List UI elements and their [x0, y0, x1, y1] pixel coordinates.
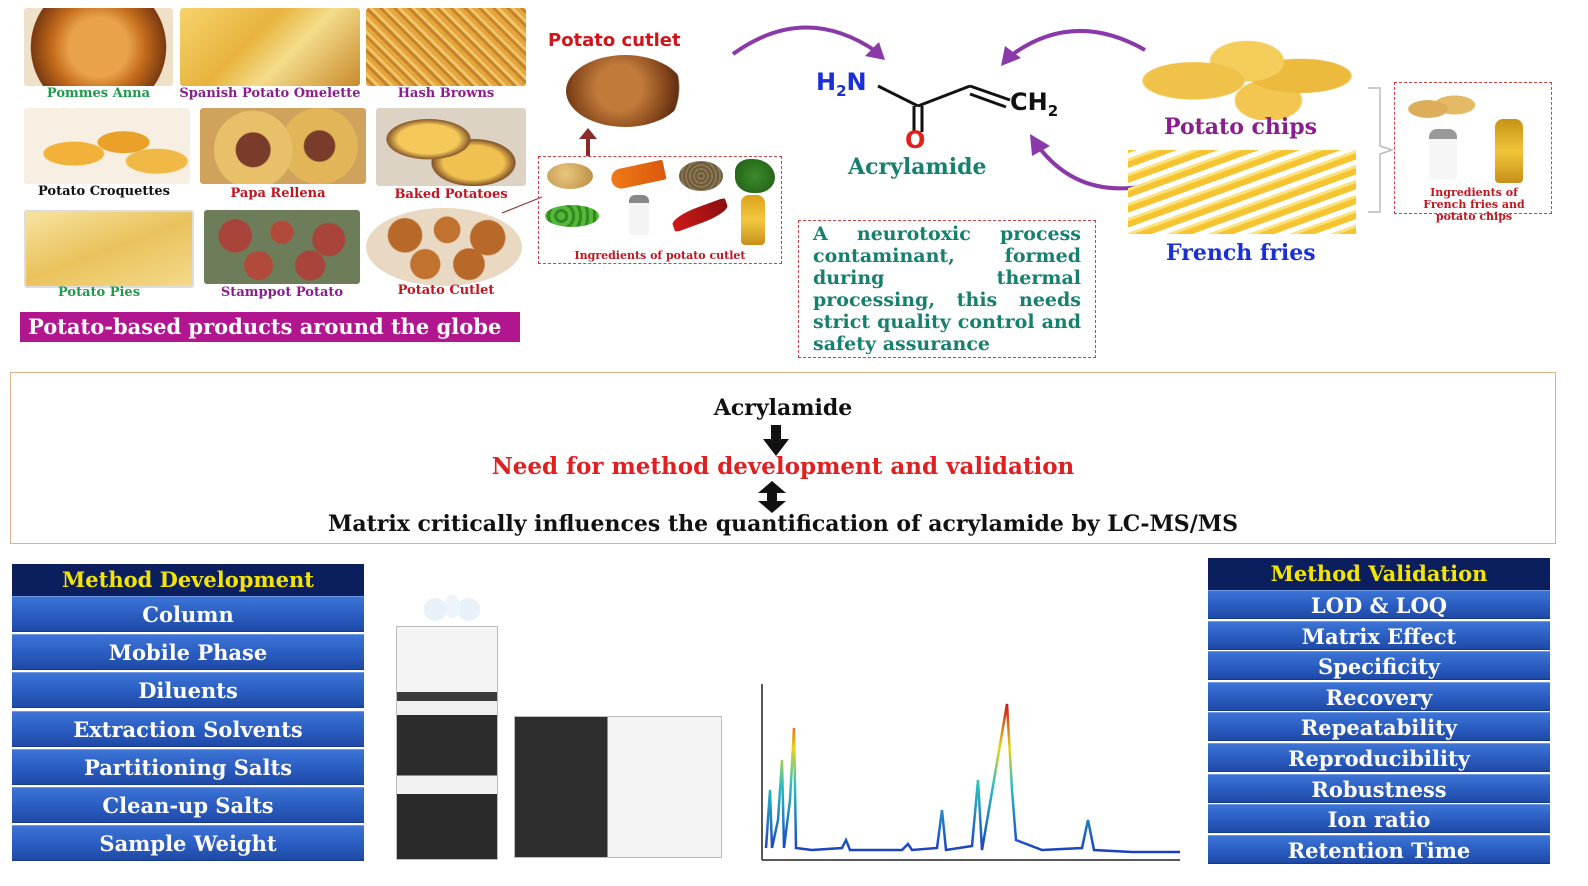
method-validation-title: Method Validation [1208, 558, 1550, 590]
caption-hash-browns: Hash Browns [397, 86, 495, 101]
molecule-bonds [877, 84, 1011, 132]
molecule-name: Acrylamide [848, 154, 987, 180]
curved-arrow-icon [731, 25, 885, 60]
molecule-amine: H2N [816, 68, 867, 100]
val-item: Ion ratio [1208, 804, 1550, 834]
solvent-bottles [424, 566, 480, 628]
method-development-title: Method Development [12, 564, 364, 596]
chromatogram-icon [761, 684, 1180, 861]
flow-top: Acrylamide [713, 395, 853, 421]
val-item: Specificity [1208, 651, 1550, 681]
caption-papa-rellena: Papa Rellena [230, 186, 326, 201]
chips-label: Potato chips [1164, 114, 1318, 140]
caption-spanish-omelette: Spanish Potato Omelette [179, 86, 361, 101]
dev-item: Column [12, 596, 364, 632]
dev-item: Sample Weight [12, 825, 364, 862]
ingredient-oil [741, 195, 765, 245]
caption-baked-potatoes: Baked Potatoes [394, 187, 508, 202]
ingredient-potato [547, 163, 593, 189]
photo-hash-browns [366, 8, 526, 86]
cutlet-photo [566, 55, 684, 127]
val-item: LOD & LOQ [1208, 590, 1550, 619]
val-item: Matrix Effect [1208, 620, 1550, 650]
caption-pommes-anna: Pommes Anna [46, 86, 151, 101]
ingredient-salt-shaker [1429, 129, 1457, 179]
snack-ingredients-caption: Ingredients of French fries and potato c… [1423, 186, 1525, 223]
flow-bottom: Matrix critically influences the quantif… [328, 511, 1238, 537]
chips-photo [1140, 22, 1354, 120]
ingredient-spice [679, 161, 723, 191]
dev-item: Clean-up Salts [12, 787, 364, 823]
products-banner: Potato-based products around the globe [20, 312, 520, 342]
photo-pommes-anna [24, 8, 173, 86]
cutlet-ingredients-box: Ingredients of potato cutlet [538, 156, 782, 264]
cutlet-title: Potato cutlet [548, 30, 681, 51]
ingredient-herbs [735, 159, 775, 193]
hplc-stack [396, 626, 498, 860]
ingredient-potatoes [1407, 87, 1477, 127]
dev-item: Partitioning Salts [12, 748, 364, 785]
photo-baked-potatoes [376, 108, 526, 186]
flow-box: Acrylamide Need for method development a… [10, 372, 1556, 544]
curved-arrow-icon-right [1001, 28, 1146, 66]
dev-item: Diluents [12, 672, 364, 709]
ingredient-oil-bottle [1495, 119, 1523, 183]
caption-stamppot-potato: Stamppot Potato [220, 285, 344, 300]
down-arrow-icon [763, 425, 789, 456]
ingredient-salt [629, 195, 649, 235]
caption-potato-cutlet: Potato Cutlet [397, 283, 495, 298]
photo-potato-cutlet-plate [366, 208, 522, 286]
photo-potato-croquettes [24, 108, 190, 184]
up-arrow-icon [579, 128, 597, 156]
connector-line [501, 196, 543, 214]
flow-middle: Need for method development and validati… [491, 453, 1075, 480]
description-text: A neurotoxic process contaminant, formed… [813, 223, 1081, 355]
molecule-oxygen: O [905, 126, 926, 154]
double-arrow-icon [758, 481, 786, 513]
val-item: Retention Time [1208, 834, 1550, 864]
mass-spectrometer [514, 716, 722, 858]
val-item: Robustness [1208, 773, 1550, 803]
val-item: Reproducibility [1208, 743, 1550, 772]
val-item: Repeatability [1208, 712, 1550, 742]
bracket-icon [1368, 87, 1395, 213]
photo-papa-rellena [200, 108, 366, 184]
molecule-methylene: CH2 [1010, 88, 1059, 120]
caption-potato-pies: Potato Pies [57, 285, 141, 300]
dev-item: Mobile Phase [12, 634, 364, 671]
cutlet-ingredients-caption: Ingredients of potato cutlet [574, 249, 746, 262]
fries-photo [1128, 150, 1356, 234]
photo-potato-pies [24, 210, 194, 288]
photo-stamppot-potato [204, 210, 360, 284]
photo-spanish-omelette [180, 8, 360, 86]
description-box: A neurotoxic process contaminant, formed… [798, 220, 1096, 358]
ingredient-peas [545, 205, 599, 227]
caption-potato-croquettes: Potato Croquettes [37, 184, 170, 199]
snack-ingredients-box: Ingredients of French fries and potato c… [1394, 82, 1552, 223]
val-item: Recovery [1208, 681, 1550, 711]
dev-item: Extraction Solvents [12, 710, 364, 747]
ingredient-chilli [670, 197, 730, 233]
ingredient-carrot [609, 159, 667, 191]
fries-label: French fries [1166, 240, 1316, 266]
